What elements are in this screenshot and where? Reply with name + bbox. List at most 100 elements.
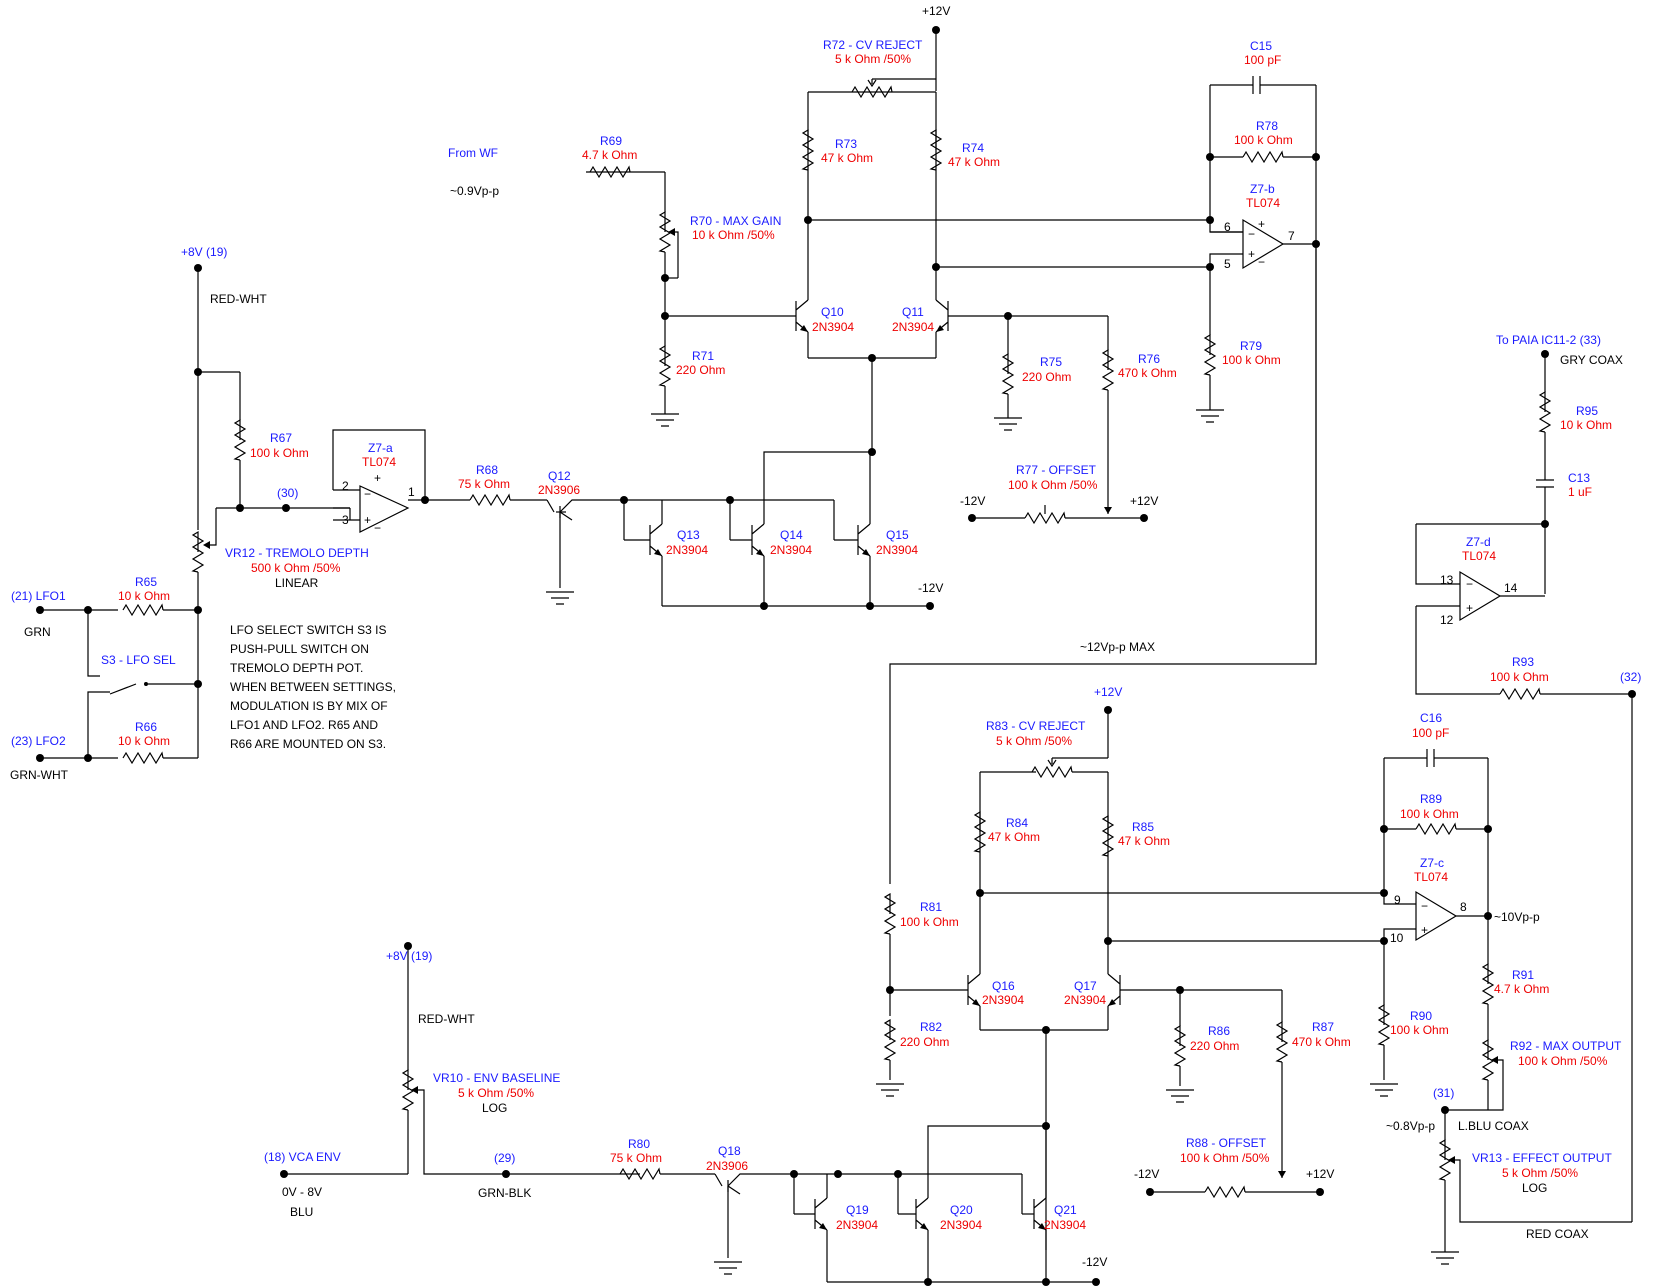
c16-value: 100 pF <box>1412 726 1449 740</box>
q10-value: 2N3904 <box>812 320 854 334</box>
out08-label: ~0.8Vp-p <box>1386 1119 1435 1133</box>
q17-name: Q17 <box>1074 979 1097 993</box>
gry-coax-label: GRY COAX <box>1560 353 1623 367</box>
q13-value: 2N3904 <box>666 543 708 557</box>
r92-name: R92 - MAX OUTPUT <box>1510 1039 1622 1053</box>
q12-name: Q12 <box>548 469 571 483</box>
r83-name: R83 - CV REJECT <box>986 719 1086 733</box>
supply-label: +12V <box>922 4 950 18</box>
vr13-taper: LOG <box>1522 1181 1547 1195</box>
r74-value: 47 k Ohm <box>948 155 1000 169</box>
r72-name: R72 - CV REJECT <box>823 38 923 52</box>
r88-name: R88 - OFFSET <box>1186 1136 1267 1150</box>
r89-name: R89 <box>1420 792 1442 806</box>
r73-name: R73 <box>835 137 857 151</box>
q18-value: 2N3906 <box>706 1159 748 1173</box>
vr13-value: 5 k Ohm /50% <box>1502 1166 1578 1180</box>
svg-text:−: − <box>364 487 371 501</box>
to-paia-label: To PAIA IC11-2 (33) <box>1496 333 1601 347</box>
q15-value: 2N3904 <box>876 543 918 557</box>
plus8v-label: +8V (19) <box>181 245 227 259</box>
q14-name: Q14 <box>780 528 803 542</box>
r69-value: 4.7 k Ohm <box>582 148 637 162</box>
r71-name: R71 <box>692 349 714 363</box>
r85-value: 47 k Ohm <box>1118 834 1170 848</box>
z7c-value: TL074 <box>1414 870 1448 884</box>
c16-name: C16 <box>1420 711 1442 725</box>
q15-name: Q15 <box>886 528 909 542</box>
lfo1-label: (21) LFO1 <box>11 589 66 603</box>
r76-value: 470 k Ohm <box>1118 366 1177 380</box>
svg-text:TREMOLO DEPTH POT.: TREMOLO DEPTH POT. <box>230 661 363 675</box>
z7c-pin9: 9 <box>1394 893 1401 907</box>
svg-text:−: − <box>1421 899 1428 913</box>
r80-value: 75 k Ohm <box>610 1151 662 1165</box>
q21-value: 2N3904 <box>1044 1218 1086 1232</box>
r73-value: 47 k Ohm <box>821 151 873 165</box>
r83-value: 5 k Ohm /50% <box>996 734 1072 748</box>
r68-name: R68 <box>476 463 498 477</box>
r66-name: R66 <box>135 720 157 734</box>
r81-value: 100 k Ohm <box>900 915 959 929</box>
r89-value: 100 k Ohm <box>1400 807 1459 821</box>
r91-name: R91 <box>1512 968 1534 982</box>
r71-value: 220 Ohm <box>676 363 725 377</box>
r76-name: R76 <box>1138 352 1160 366</box>
r82-name: R82 <box>920 1020 942 1034</box>
q21-neg-label: -12V <box>1082 1255 1107 1269</box>
svg-text:+: + <box>1258 217 1265 231</box>
z7b-pin5: 5 <box>1224 257 1231 271</box>
svg-text:R66 ARE MOUNTED ON S3.: R66 ARE MOUNTED ON S3. <box>230 737 386 751</box>
svg-text:+: + <box>1248 247 1255 261</box>
q16-name: Q16 <box>992 979 1015 993</box>
red-coax-label: RED COAX <box>1526 1227 1589 1241</box>
c13-name: C13 <box>1568 471 1590 485</box>
r75-name: R75 <box>1040 355 1062 369</box>
node32-label: (32) <box>1620 670 1641 684</box>
vr10-name: VR10 - ENV BASELINE <box>433 1071 560 1085</box>
q11-name: Q11 <box>902 305 924 319</box>
z7a-value: TL074 <box>362 455 396 469</box>
c13-value: 1 uF <box>1568 485 1592 499</box>
q17-value: 2N3904 <box>1064 993 1106 1007</box>
vr10-wire-label: RED-WHT <box>418 1012 475 1026</box>
z7a-pin2: 2 <box>342 479 349 493</box>
q13-name: Q13 <box>677 528 700 542</box>
r77-value: 100 k Ohm /50% <box>1008 478 1098 492</box>
vr12-value: 500 k Ohm /50% <box>251 561 341 575</box>
r95-value: 10 k Ohm <box>1560 418 1612 432</box>
out10-label: ~10Vp-p <box>1494 910 1540 924</box>
r79-name: R79 <box>1240 339 1262 353</box>
input-level-label: ~0.9Vp-p <box>450 184 499 198</box>
s3-name: S3 - LFO SEL <box>101 653 176 667</box>
z7a-name: Z7-a <box>368 441 393 455</box>
r90-value: 100 k Ohm <box>1390 1023 1449 1037</box>
svg-text:WHEN BETWEEN SETTINGS,: WHEN BETWEEN SETTINGS, <box>230 680 396 694</box>
node30-label: (30) <box>277 486 298 500</box>
grn-blk-label: GRN-BLK <box>478 1186 531 1200</box>
r68-value: 75 k Ohm <box>458 477 510 491</box>
svg-text:MODULATION IS BY MIX OF: MODULATION IS BY MIX OF <box>230 699 388 713</box>
z7c-name: Z7-c <box>1420 856 1444 870</box>
r82-value: 220 Ohm <box>900 1035 949 1049</box>
r65-name: R65 <box>135 575 157 589</box>
r67-name: R67 <box>270 431 292 445</box>
r77-pos-label: +12V <box>1130 494 1158 508</box>
max12-label: ~12Vp-p MAX <box>1080 640 1155 654</box>
r85-name: R85 <box>1132 820 1154 834</box>
svg-text:+: + <box>1421 923 1428 937</box>
r70-value: 10 k Ohm /50% <box>692 228 775 242</box>
r84-value: 47 k Ohm <box>988 830 1040 844</box>
r86-value: 220 Ohm <box>1190 1039 1239 1053</box>
r84-name: R84 <box>1006 816 1028 830</box>
svg-text:+: + <box>374 471 381 485</box>
q14-value: 2N3904 <box>770 543 812 557</box>
z7c-pin10: 10 <box>1390 931 1404 945</box>
z7d-name: Z7-d <box>1466 535 1491 549</box>
q12-value: 2N3906 <box>538 483 580 497</box>
c15-value: 100 pF <box>1244 53 1281 67</box>
r81-name: R81 <box>920 900 942 914</box>
r72-value: 5 k Ohm /50% <box>835 52 911 66</box>
lblu-coax-label: L.BLU COAX <box>1458 1119 1529 1133</box>
r75-value: 220 Ohm <box>1022 370 1071 384</box>
